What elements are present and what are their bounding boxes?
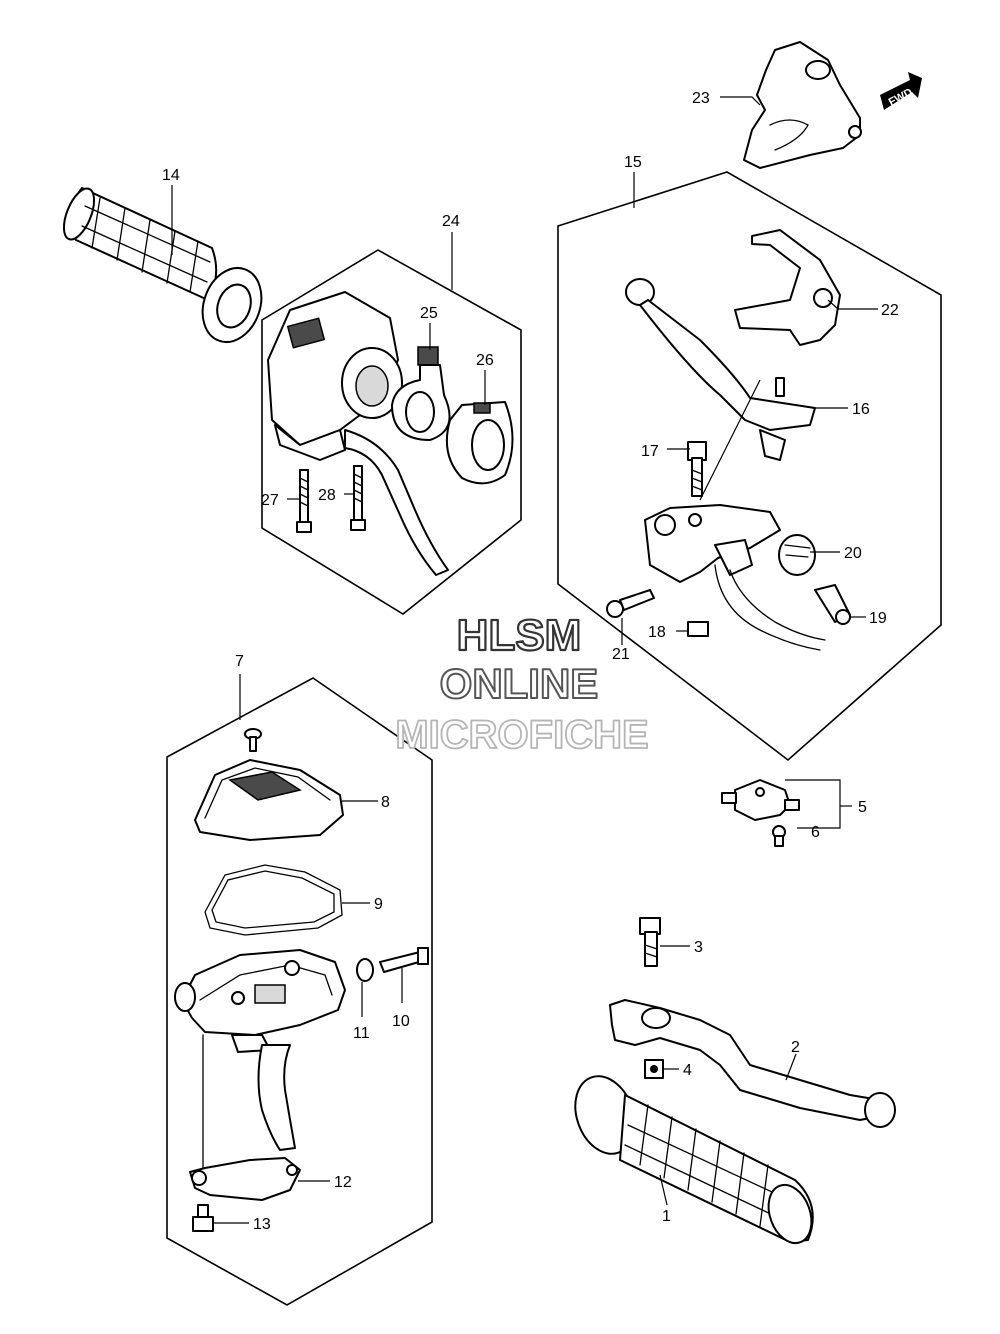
part-number-14: 14 [162,167,180,184]
watermark: HLSM ONLINE MICROFICHE [394,610,649,758]
screw-13-drawing [192,1204,214,1232]
housing-26-drawing [445,401,514,485]
clamp-25-drawing [391,346,451,441]
part-number-15: 15 [624,154,642,171]
screw-19-drawing [814,584,851,625]
part-number-23: 23 [692,90,710,107]
part-number-16: 16 [852,401,870,418]
cap-8-drawing [194,759,344,841]
nut-18-drawing [687,621,709,637]
switch-5-drawing [721,779,800,847]
part-number-10: 10 [392,1013,410,1030]
part-number-24: 24 [442,213,460,230]
label-20-drawing [778,534,816,576]
part-number-25: 25 [420,305,438,322]
part-number-18: 18 [648,624,666,641]
bolt-17-drawing [687,441,707,497]
perch-drawing [644,504,826,651]
part-number-1: 1 [662,1208,671,1225]
part-number-5: 5 [858,799,867,816]
left-grip-drawing [62,187,263,343]
cover-12-drawing [189,1157,301,1201]
part-number-26: 26 [476,352,494,369]
bolt-21-drawing [606,589,655,618]
group-frame-15 [557,171,942,762]
master-cylinder-drawing [174,949,346,1181]
part-number-7: 7 [235,653,244,670]
part-number-labels: 1 2 3 4 5 6 7 8 9 10 11 12 13 14 15 16 1… [162,90,899,1233]
group-frame-7 [166,677,433,1306]
lever-16-drawing [625,278,816,461]
part-number-13: 13 [253,1216,271,1233]
watermark-line-2: ONLINE [440,660,599,707]
part-number-19: 19 [869,610,887,627]
bolt-10-drawing [379,947,429,973]
watermark-line-3: MICROFICHE [395,713,648,757]
nut-11-drawing [356,958,374,982]
part-number-8: 8 [381,794,390,811]
watermark-line-1: HLSM [457,611,582,660]
screw-top-drawing [244,728,262,752]
bolt-3-drawing [639,917,661,967]
part-number-28: 28 [318,487,336,504]
part-number-22: 22 [881,302,899,319]
part-number-3: 3 [694,939,703,956]
part-number-9: 9 [374,896,383,913]
part-number-17: 17 [641,443,659,460]
right-grip-1-drawing [574,1075,814,1245]
part-number-2: 2 [791,1039,800,1056]
part-number-4: 4 [683,1062,692,1079]
nut-4-drawing [644,1059,664,1079]
part-number-20: 20 [844,545,862,562]
part-number-6: 6 [811,824,820,841]
screws-27-28-drawing [296,465,366,533]
part-number-11: 11 [353,1025,370,1042]
bracket-22-drawing [734,229,841,346]
part-number-21: 21 [612,646,630,663]
part-number-12: 12 [334,1174,352,1191]
brake-lever-2-drawing [609,999,896,1128]
forward-direction-badge: FWD [880,72,922,110]
throttle-cover-drawing [743,41,862,169]
gasket-9-drawing [204,864,343,936]
group-frame-24 [261,249,522,615]
left-switch-drawing [267,291,449,576]
part-number-27: 27 [261,492,279,509]
leader-lines [171,96,878,1224]
